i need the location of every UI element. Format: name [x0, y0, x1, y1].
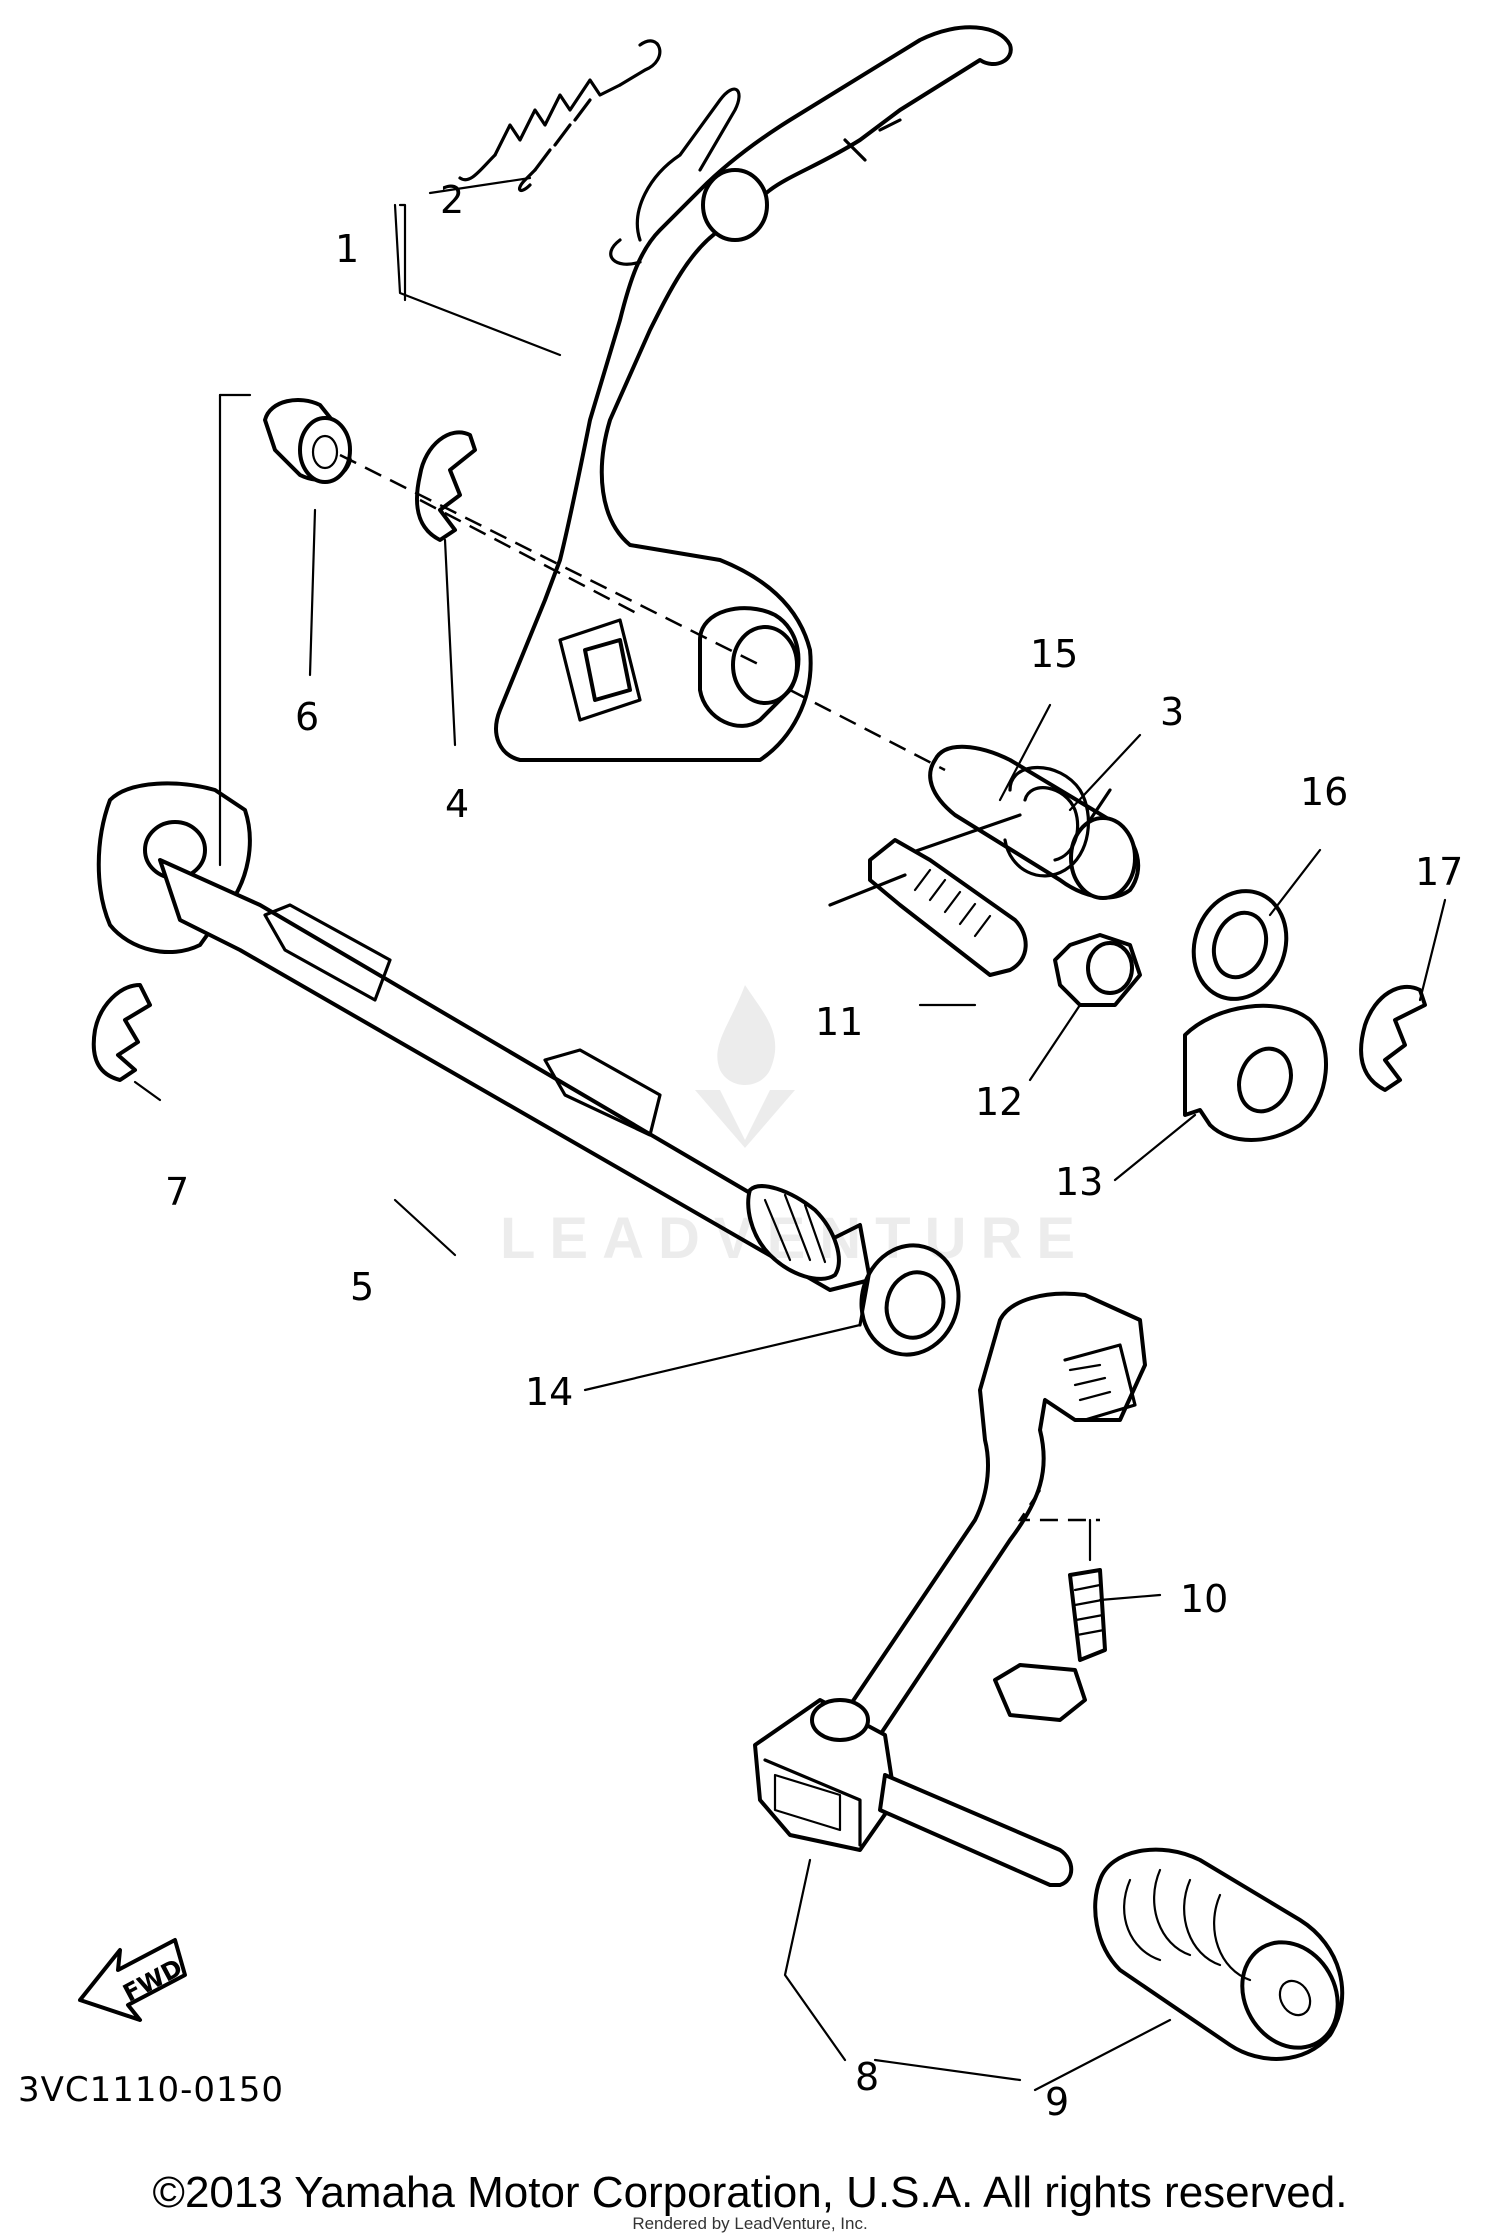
- part-1-shift-arm: [494, 25, 1013, 762]
- callout-12: 12: [975, 1080, 1023, 1124]
- fwd-arrow-icon: FWD: [78, 1938, 187, 2022]
- diagram-reference-code: 3VC1110-0150: [18, 2070, 284, 2110]
- leader-lines: [133, 176, 1447, 2092]
- callout-11: 11: [815, 1000, 863, 1044]
- callout-5: 5: [350, 1265, 374, 1309]
- copyright-notice: ©2013 Yamaha Motor Corporation, U.S.A. A…: [152, 2168, 1348, 2217]
- part-10-pedal-bolt: [993, 1568, 1107, 1722]
- part-9-pedal-rubber: [1093, 1847, 1345, 2061]
- watermark: LEADVENTURE: [500, 1206, 1090, 1271]
- callout-3: 3: [1160, 690, 1184, 734]
- part-16-washer: [1191, 889, 1289, 1001]
- part-7-circlip: [91, 983, 152, 1082]
- callout-13: 13: [1055, 1160, 1103, 1204]
- part-6-collar: [263, 398, 352, 484]
- render-credit: Rendered by LeadVenture, Inc.: [632, 2214, 868, 2233]
- part-11-bolt: [828, 838, 1028, 977]
- part-14-oil-seal: [858, 1243, 961, 1357]
- callout-labels: 2 1 15 3 6 4 16 17 11 12 13 7 5 14 10 8 …: [165, 178, 1463, 2124]
- callout-10: 10: [1180, 1577, 1228, 1621]
- callout-9: 9: [1045, 2080, 1069, 2124]
- callout-8: 8: [855, 2055, 879, 2099]
- part-8-shift-pedal: [753, 1291, 1147, 1887]
- callout-1: 1: [335, 227, 359, 271]
- callout-6: 6: [295, 695, 319, 739]
- part-4-circlip: [414, 430, 477, 542]
- part-12-nut: [1053, 933, 1142, 1007]
- part-2-spring: [458, 39, 662, 192]
- callout-4: 4: [445, 782, 469, 826]
- callout-16: 16: [1300, 770, 1348, 814]
- part-13-plate: [1183, 1003, 1328, 1142]
- callout-7: 7: [165, 1170, 189, 1214]
- part-17-circlip: [1359, 984, 1427, 1092]
- leadventure-logo-icon: [695, 985, 795, 1148]
- callout-17: 17: [1415, 850, 1463, 894]
- callout-2: 2: [440, 178, 464, 222]
- callout-15: 15: [1030, 632, 1078, 676]
- callout-14: 14: [525, 1370, 573, 1414]
- assembly-guides: [218, 393, 1100, 1562]
